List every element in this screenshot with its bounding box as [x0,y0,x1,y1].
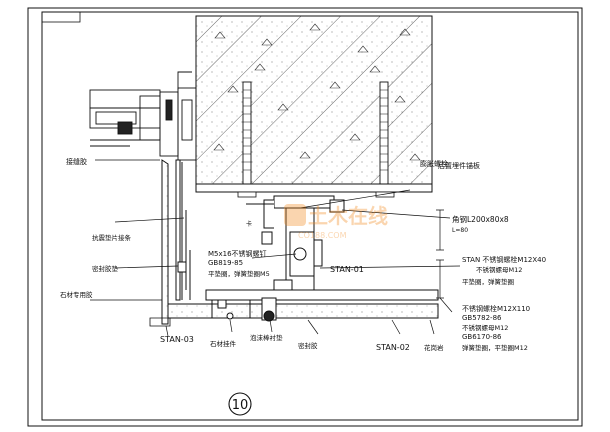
label-bottom4: 花岗岩 [424,343,444,352]
label-nut-m12: 不锈钢螺母M12 [462,323,508,332]
label-bottom3: 密封胶 [298,341,318,350]
anchor-bolt-right [379,81,389,185]
label-angle-steel: 角钢L200x80x8 [452,214,509,224]
anchor-bolt-left [242,81,252,185]
label-nut-m12-std: GB6170-86 [462,333,502,341]
watermark: 土木在线 CO188.COM [284,204,388,240]
label-left-mid1: 抗震垫片接条 [92,233,132,242]
label-wall-fixing: 膨胀螺栓 [420,159,448,168]
label-left-stone: 石材专用胶 [60,290,93,299]
embedded-plate [195,183,433,193]
window-frame [89,71,197,161]
label-steel-plate: 后置埋件锚板 [438,161,480,170]
label-angle-note: L=80 [452,227,468,234]
inner-frame [41,11,579,421]
outer-frame [27,7,583,427]
label-stan03: STAN-03 [160,335,194,344]
label-bolt-m5-std: GB819-85 [208,259,243,267]
svg-text:CO188.COM: CO188.COM [298,231,347,240]
label-cork-pad: 卡 [246,220,252,228]
angle-steel-bracket [246,195,345,299]
title-block [41,11,81,23]
svg-text:10: 10 [232,398,249,413]
label-bolt-m5: M5x16不锈钢螺钉 [208,249,267,258]
label-washer-spring: 平垫圈，弹簧垫圈M5 [208,269,270,278]
label-washer-m12: 弹簧垫圈，平垫圈M12 [462,343,528,352]
label-left-top: 接缝胶 [66,157,87,166]
detail-number-marker: 10 [228,392,252,416]
left-base-seal [149,317,171,327]
bottom-stone-slab [167,289,439,322]
label-stan02: STAN-02 [376,343,410,352]
label-bolt-m12-std: GB5782-86 [462,314,502,322]
concrete-wall [195,15,433,185]
label-stan-bolt-note: 不锈钢螺母M12 [476,265,522,274]
label-bottom1: 石材挂件 [210,339,237,348]
label-left-mid2: 密封胶垫 [92,264,119,273]
dimension-lines [436,209,444,299]
label-bottom2: 泡沫棒衬垫 [250,333,283,342]
svg-text:土木在线: 土木在线 [308,204,388,228]
label-stan-bolt: STAN 不锈钢螺栓M12X40 [462,255,546,264]
leader-lines [90,159,461,337]
left-stone-panel [161,159,191,325]
label-washer-flat: 平垫圈，弹簧垫圈 [462,277,514,286]
label-bolt-m12: 不锈钢螺栓M12X110 [462,304,530,313]
label-stan01: STAN-01 [330,265,364,274]
